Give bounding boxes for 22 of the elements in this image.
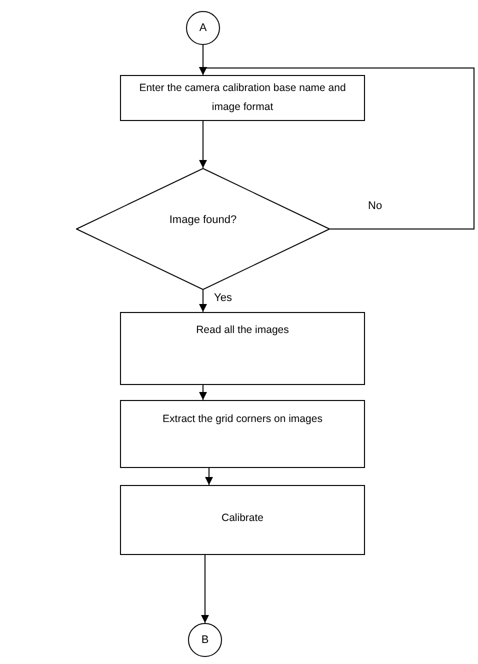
step-text: B (201, 634, 209, 646)
connector-circle (186, 11, 220, 45)
step-text: Image found? (168, 213, 238, 228)
step-text: Read all the images (195, 323, 290, 338)
step-text: Calibrate (220, 511, 265, 526)
decision-diamond (76, 168, 330, 290)
arrow (199, 290, 207, 312)
step-text: A (199, 22, 207, 34)
arrow (201, 554, 209, 624)
edge-label: Yes (212, 292, 234, 304)
arrow (199, 384, 207, 400)
edge-label: No (366, 200, 384, 212)
process-box (120, 312, 365, 385)
step-text: Extract the grid corners on images (162, 412, 324, 427)
arrow (199, 67, 474, 230)
process-box (120, 75, 365, 121)
connector-circle (188, 623, 222, 657)
process-box (120, 400, 365, 468)
arrow (205, 468, 213, 486)
arrow (199, 120, 207, 168)
step-text: Enter the camera calibration base name and image format (138, 81, 347, 115)
process-box (120, 485, 365, 555)
